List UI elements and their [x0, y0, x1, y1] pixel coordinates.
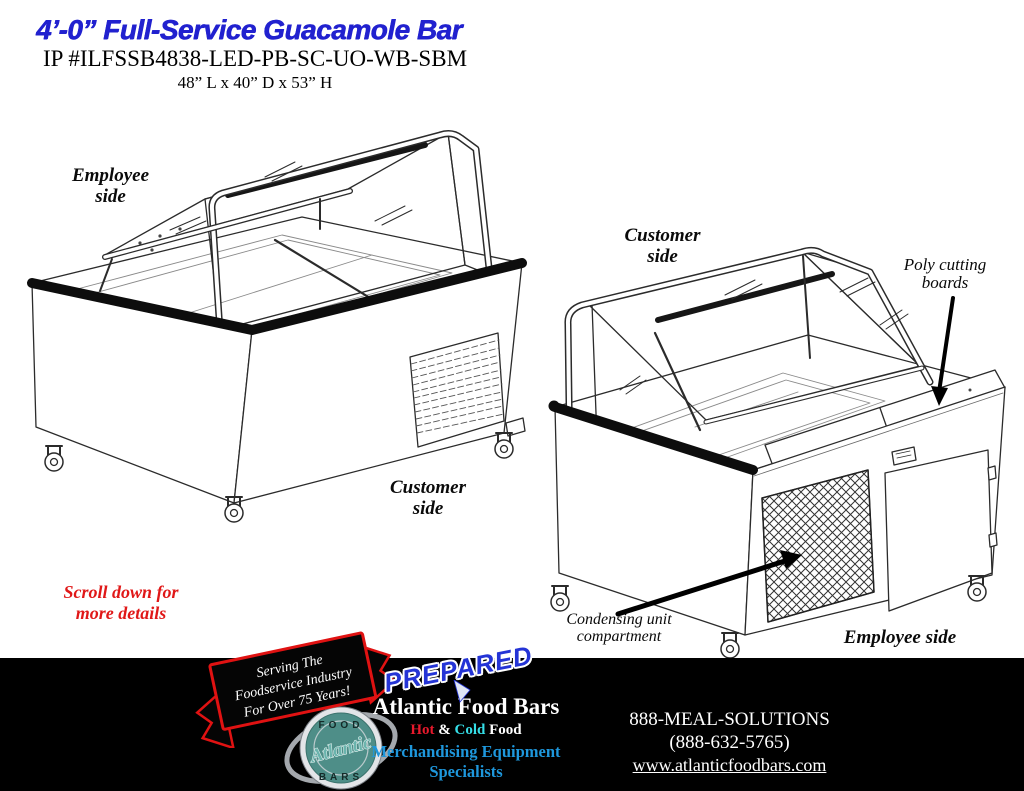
caster-wheel — [720, 632, 740, 659]
bumper-rail — [550, 402, 758, 475]
support-rod — [653, 331, 702, 432]
louver-vent-panel — [409, 332, 526, 448]
ribbon-tail-left — [195, 688, 236, 748]
ribbon-banner: Serving The Foodservice Industry For Ove… — [195, 631, 397, 748]
compartment-door — [884, 449, 998, 612]
company-logo: FOOD BARS Atlantic — [284, 706, 398, 790]
led-light-bar — [655, 271, 835, 323]
bumper-rail — [27, 258, 527, 335]
phone-vanity: 888-MEAL-SOLUTIONS — [629, 709, 830, 730]
glass-reflections — [619, 277, 909, 395]
overall-dimensions: 48” L x 40” D x 53” H — [177, 73, 333, 92]
contact-block: 888-MEAL-SOLUTIONS (888-632-5765) www.at… — [612, 708, 847, 778]
footer-banner — [0, 658, 1024, 791]
tagline-specialists: Specialists — [429, 762, 503, 782]
control-keypad — [891, 446, 917, 466]
logo-arc-bottom: BARS — [319, 772, 363, 783]
caster-wheel — [44, 445, 64, 472]
phone-number: (888-632-5765) — [669, 732, 790, 754]
caster-wheel — [967, 575, 987, 602]
company-name: Atlantic Food Bars — [372, 694, 560, 719]
arrow-to-cutting-boards — [931, 296, 955, 406]
mesh-grille — [761, 469, 875, 623]
model-number: IP #ILFSSB4838-LED-PB-SC-UO-WB-SBM — [42, 46, 468, 71]
glass-reflections — [169, 161, 413, 235]
company-block: Atlantic Food Bars Hot & Cold Food Merch… — [360, 694, 572, 782]
sneeze-guard — [564, 246, 934, 482]
isometric-drawing-customer-view — [27, 130, 527, 523]
label-employee-side-right: Employee side — [843, 627, 957, 648]
page-title: 4’-0” Full-Service Guacamole Bar — [36, 14, 462, 45]
caster-wheel — [224, 496, 244, 523]
caster-wheel — [550, 585, 570, 612]
led-light-bar — [225, 142, 428, 198]
tagline-hot-cold: Hot & Cold Food — [410, 722, 522, 739]
latch — [505, 417, 526, 437]
sneeze-guard — [99, 130, 494, 336]
screws — [138, 227, 182, 252]
tagline-merchandising: Merchandising Equipment — [371, 742, 561, 762]
prepared-arrow-icon — [453, 680, 471, 703]
arrow-to-condensing-unit — [615, 550, 802, 617]
caster-wheel — [494, 432, 514, 459]
website-link[interactable]: www.atlanticfoodbars.com — [632, 755, 827, 776]
isometric-drawing-employee-view — [548, 246, 1006, 659]
logo-arc-top: FOOD — [319, 720, 364, 731]
